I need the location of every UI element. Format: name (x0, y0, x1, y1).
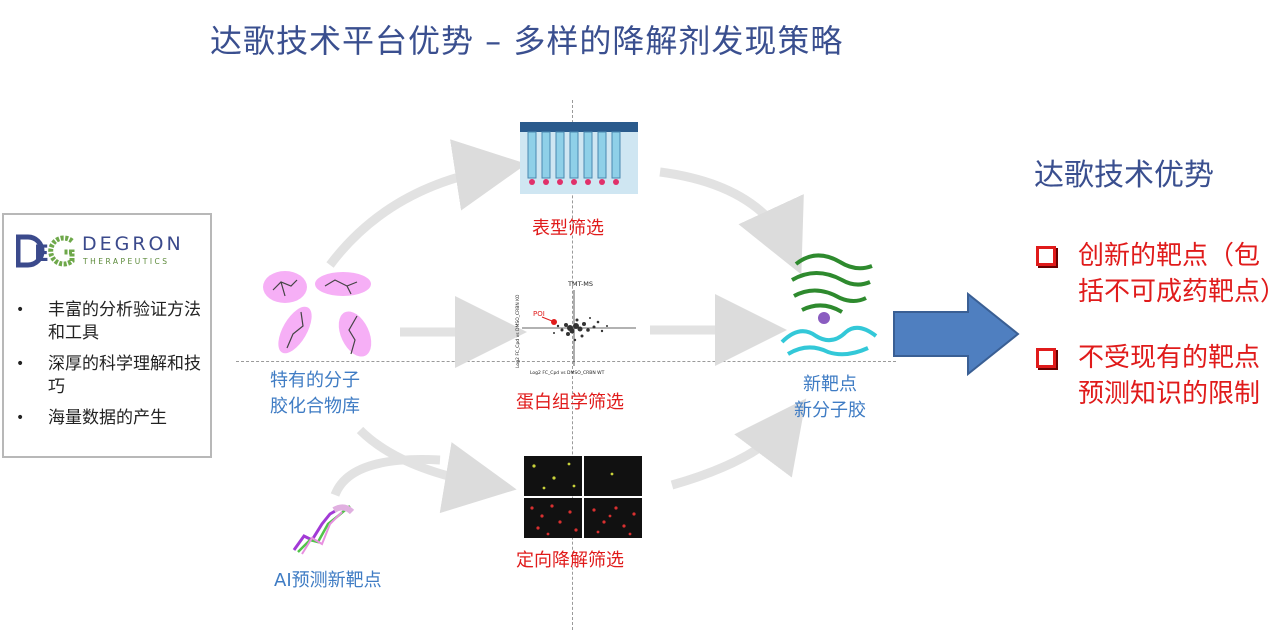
proteomics-plot-image: TMT-MS POI Log2 FC_Cpd vs DMSO_CRBN WT L… (515, 280, 636, 376)
bullet-item: •深厚的科学理解和技巧 (16, 354, 201, 397)
protein-structure-image (780, 253, 878, 357)
svg-text:E: E (34, 242, 49, 267)
company-panel: E DEGRON THERAPEUTICS •丰富的分析验证方法和工具 •深厚的… (2, 213, 212, 458)
plot-x-label: Log2 FC_Cpd vs DMSO_CRBN WT (530, 370, 605, 376)
targeted-degradation-image (524, 456, 642, 538)
company-bullets: •丰富的分析验证方法和工具 •深厚的科学理解和技巧 •海量数据的产生 (14, 299, 209, 438)
ai-structure-image (292, 504, 355, 555)
targeted-label: 定向降解筛选 (516, 550, 624, 571)
result-label: 新靶点 新分子胶 (794, 374, 866, 421)
checkbox-icon (1036, 348, 1056, 368)
advantages-title: 达歌技术优势 (1034, 158, 1214, 193)
company-logo: E DEGRON THERAPEUTICS (16, 233, 206, 273)
company-name: DEGRON (82, 233, 184, 255)
phenotype-screening-image (520, 122, 638, 194)
phenotype-label: 表型筛选 (532, 218, 604, 239)
bullet-icon: • (16, 356, 25, 372)
company-subtitle: THERAPEUTICS (83, 257, 170, 266)
proteomics-label: 蛋白组学筛选 (516, 392, 624, 413)
plot-y-label: Log2 FC_Cpd vs DMSO_CRBN KO (515, 294, 521, 368)
vertical-guide-line (572, 100, 573, 630)
arrow-ai-to-targeted (330, 454, 441, 497)
ai-label: AI预测新靶点 (274, 570, 382, 591)
advantage-item: 创新的靶点（包括不可成药靶点） (1036, 238, 1280, 310)
plot-title: TMT-MS (567, 280, 593, 288)
poi-label: POI (533, 310, 545, 318)
arrow-phenotype-to-result (659, 167, 804, 275)
advantages-list: 创新的靶点（包括不可成药靶点） 不受现有的靶点预测知识的限制 (1036, 238, 1280, 442)
big-right-arrow-icon (893, 292, 1020, 376)
arrow-targeted-to-result (670, 398, 807, 490)
bullet-icon: • (16, 410, 25, 426)
advantage-item: 不受现有的靶点预测知识的限制 (1036, 340, 1276, 412)
horizontal-guide-line (236, 361, 896, 362)
page-title: 达歌技术平台优势 – 多样的降解剂发现策略 (210, 22, 844, 60)
degron-logo-icon: E (16, 234, 75, 268)
checkbox-icon (1036, 246, 1056, 266)
bullet-icon: • (16, 302, 25, 318)
library-label: 特有的分子 胶化合物库 (270, 370, 360, 417)
arrow-library-to-phenotype (326, 139, 527, 268)
bullet-item: •丰富的分析验证方法和工具 (16, 300, 201, 343)
bullet-item: •海量数据的产生 (16, 408, 167, 428)
compound-library-image (263, 271, 372, 357)
